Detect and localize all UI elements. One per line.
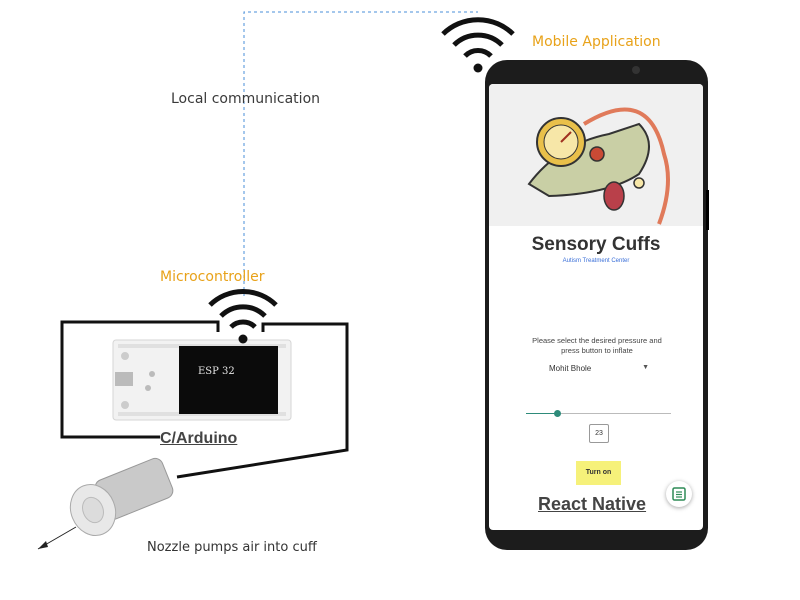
blood-pressure-cuff-illustration [527, 107, 670, 225]
pressure-slider[interactable] [526, 410, 671, 417]
pressure-slider-thumb[interactable] [554, 410, 562, 417]
turn-on-button[interactable]: Turn on [576, 461, 621, 485]
local-communication-label: Local communication [171, 91, 321, 107]
app-subtitle: Autism Treatment Center [562, 258, 630, 264]
wire-left [60, 320, 220, 439]
fab-button[interactable] [666, 481, 692, 507]
esp32-screen-label: ESP 32 [198, 366, 235, 377]
phone-side-button [706, 190, 709, 230]
microcontroller-label: Microcontroller [160, 269, 265, 285]
mobile-application-label: Mobile Application [532, 34, 661, 50]
air-pump [37, 457, 174, 550]
phone-screen: Sensory Cuffs Autism Treatment Center Pl… [489, 84, 703, 530]
communication-line [243, 11, 478, 296]
nozzle-label: Nozzle pumps air into cuff [147, 540, 317, 555]
phone-camera [632, 66, 640, 74]
user-select-value: Mohit Bhole [549, 364, 592, 373]
caret-down-icon: ▼ [642, 364, 649, 371]
app-title: Sensory Cuffs [531, 234, 661, 255]
pressure-slider-fill [526, 413, 558, 414]
c-arduino-label: C/Arduino [160, 430, 238, 447]
esp32-board [112, 339, 292, 421]
wire-right [176, 322, 349, 479]
list-icon [672, 487, 686, 501]
user-select[interactable]: Mohit Bhole ▼ [549, 364, 649, 378]
wifi-icon [441, 17, 515, 73]
app-instruction: Please select the desired pressure and p… [532, 336, 662, 355]
react-native-label: React Native [538, 494, 647, 514]
pressure-value: 23 [589, 424, 609, 443]
app-hero-image [489, 84, 703, 226]
wifi-icon [208, 289, 278, 344]
